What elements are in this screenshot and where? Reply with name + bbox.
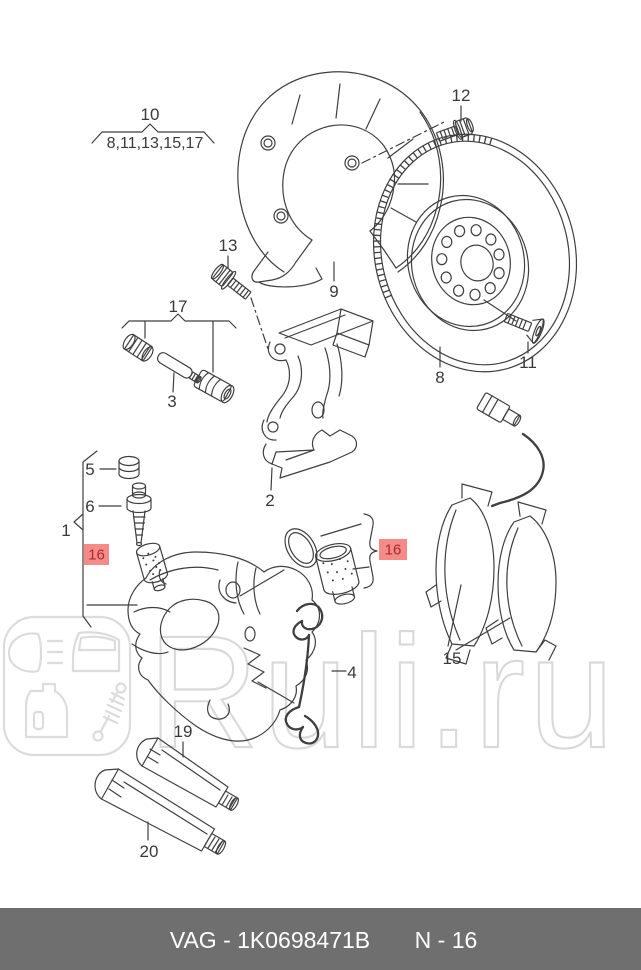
carrier-bolt: 13 [210,236,270,353]
bleeder-valve [126,482,152,547]
countersunk-screw: 11 [483,299,545,372]
watermark: Ruli.ru [2,601,618,782]
carrier-label: 2 [265,491,274,510]
carrier-bolt-label: 13 [219,236,238,255]
brake-disc-label: 8 [435,368,444,387]
group-note: 10 8,11,13,15,17 [91,105,215,152]
footer-catalog-code: VAG - 1K0698471B [170,927,370,953]
repair-kit-label-right: 16 [385,542,402,559]
splash-shield: 9 [237,71,444,301]
repair-kit-highlight-left: 16 [84,544,109,565]
caliper-assembly-group: 5 6 1 [61,450,152,628]
outer-pad [485,501,557,661]
caliper-piston [314,542,360,605]
guide-pin-label: 3 [167,392,176,411]
shock-absorber-icon [92,682,127,742]
spring-clip-label: 4 [347,663,356,682]
sensor-wire [490,432,545,508]
caliper-assembly-label: 1 [61,521,70,540]
brake-caliper [127,542,321,742]
guide-sleeve-kit: 17 3 [121,297,237,411]
grease-tube-small: 19 [136,722,239,811]
screw-plug [122,333,154,362]
group-bracket [91,123,215,144]
carrier: 2 [261,308,374,510]
piston-seal [284,528,318,568]
car-door-icon [71,631,121,673]
wheel-bolt: 12 [361,86,474,164]
brake-disc: 8 [372,133,578,387]
grease-tube-large: 20 [94,768,227,861]
footer-bar: VAG - 1K0698471B N - 16 [0,908,641,970]
guide-sleeve-kit-label: 17 [169,297,188,316]
hub-bolt-holes [436,224,505,301]
caliper-window [159,598,220,651]
headlight-icon [7,632,43,673]
spring-clip: 4 [257,602,357,745]
repair-kit-highlight-right: 16 [320,513,407,589]
watermark-wordmark: Ruli.ru [148,602,618,781]
assembly-bracket [82,450,98,628]
group-includes: 8,11,13,15,17 [107,135,204,152]
grease-tube-small-label: 19 [174,722,193,741]
wheel-bolt-label: 12 [452,86,471,105]
group-number: 10 [141,105,160,124]
caliper-outline [127,551,321,742]
bleeder-cap [118,455,140,480]
kit-brace [363,513,378,589]
repair-kit-label-left: 16 [88,547,105,564]
grease-tube-large-label: 20 [140,842,159,861]
wear-sensor-connector [476,392,522,427]
footer-page-ref: N - 16 [415,927,478,953]
disc-vent-hatching [373,134,497,299]
ruli-parts-logo-icon [2,615,132,757]
kit-bracket [121,313,237,329]
splash-shield-label: 9 [329,282,338,301]
countersunk-screw-label: 11 [519,353,537,372]
cap-label: 5 [85,460,94,479]
bleeder-valve-label: 6 [85,497,94,516]
brake-pads: 15 [425,392,557,668]
oil-jug-icon [24,682,69,739]
bleeder-dust-cap [135,542,169,592]
guide-sleeve-boot [193,369,235,404]
brake-pads-label: 15 [443,649,462,668]
